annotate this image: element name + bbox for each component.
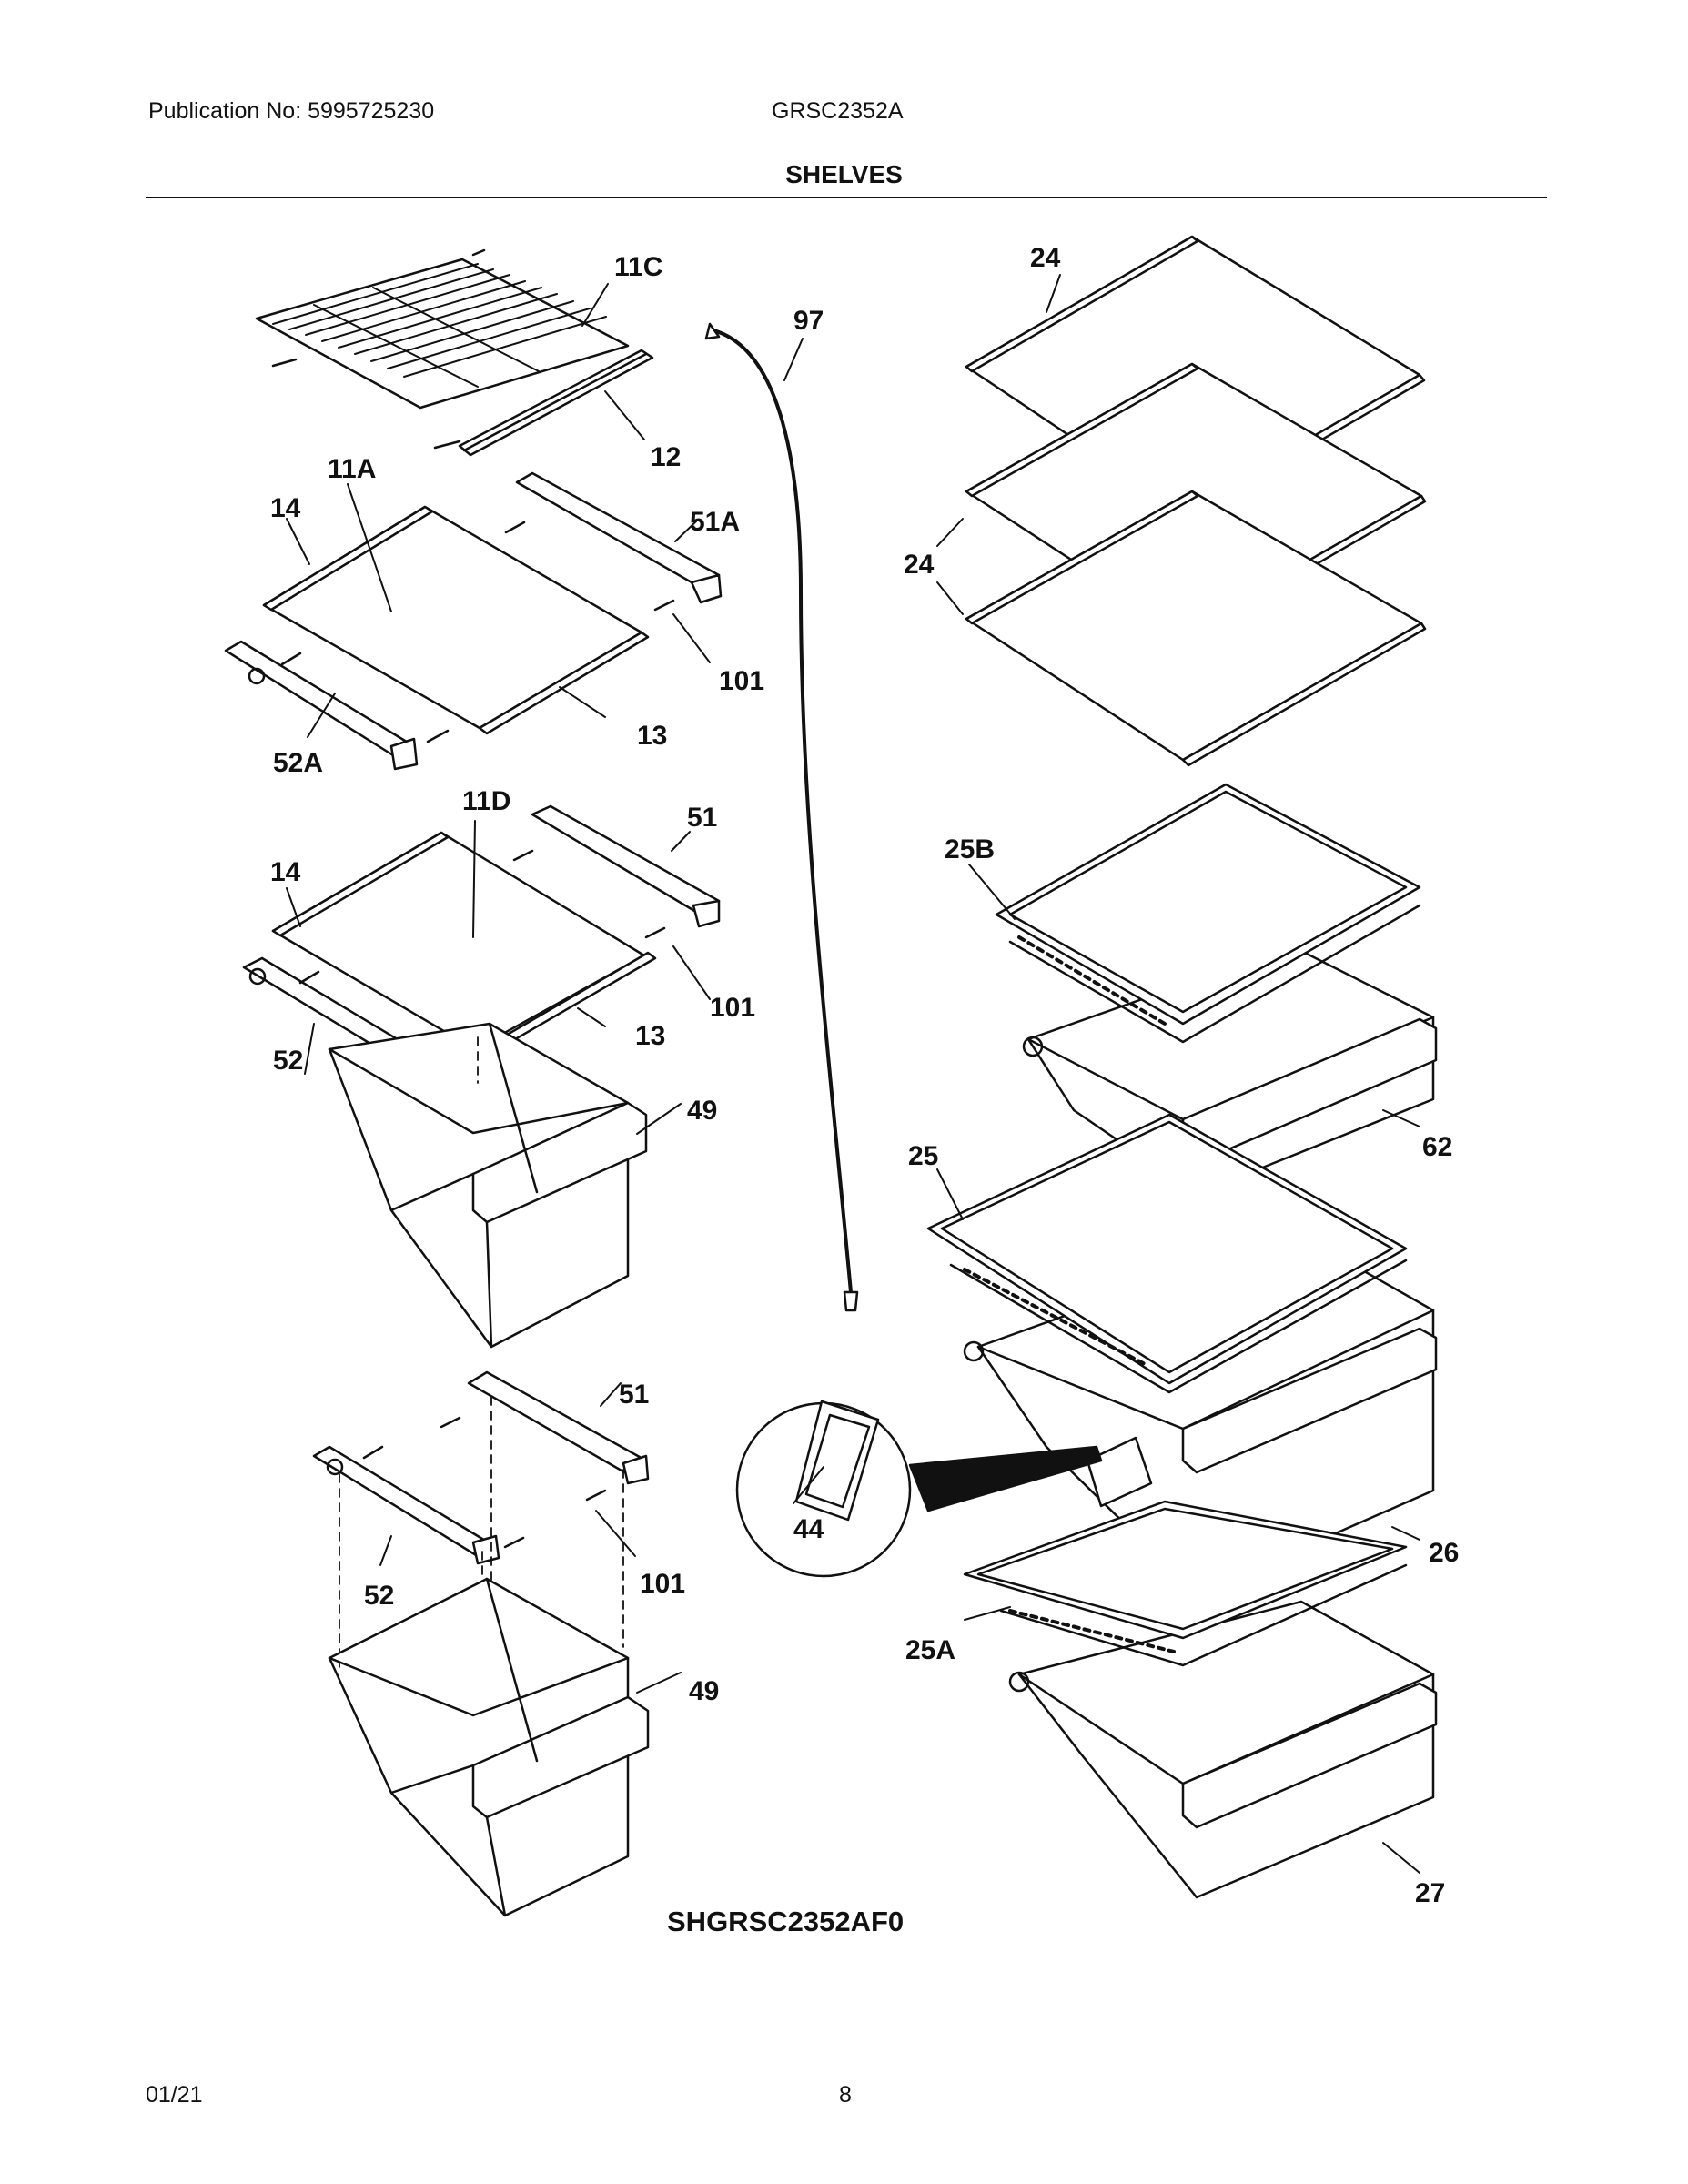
bracket-52-lower (312, 1445, 525, 1565)
glass-shelf-11a (262, 505, 650, 735)
bracket-51-lower (440, 1370, 650, 1502)
diagram-code: SHGRSC2352AF0 (667, 1906, 904, 1937)
publication-date: 01/21 (146, 2082, 203, 2108)
wire-shelf-11c (255, 248, 630, 450)
callout-24-top: 24 (1030, 243, 1061, 273)
detail-circle-44 (735, 1400, 1103, 1578)
callout-49-upper: 49 (687, 1096, 717, 1126)
callout-49-lower: 49 (689, 1676, 719, 1706)
callout-11a: 11A (328, 454, 376, 484)
glass-shelf-11d (271, 831, 657, 1054)
callout-25a: 25A (905, 1635, 955, 1665)
rail-12 (458, 349, 654, 457)
publication-number: Publication No: 5995725230 (148, 98, 435, 124)
page-number: 8 (839, 2082, 852, 2108)
callout-13-upper: 13 (637, 721, 667, 751)
callout-27: 27 (1415, 1878, 1445, 1908)
callout-52-lower: 52 (364, 1581, 394, 1611)
callout-101-lower: 101 (640, 1569, 685, 1599)
callout-51-upper: 51 (687, 803, 717, 833)
model-number: GRSC2352A (772, 98, 904, 124)
callout-25: 25 (908, 1141, 938, 1171)
callout-101-middle: 101 (710, 993, 755, 1023)
callout-25b: 25B (945, 834, 995, 864)
section-title: SHELVES (785, 160, 903, 188)
callout-52-upper: 52 (273, 1046, 303, 1076)
callout-13-middle: 13 (635, 1021, 665, 1051)
crisper-cover-25b (995, 783, 1421, 1044)
leader-lines (286, 274, 1420, 1874)
callout-51a: 51A (690, 507, 740, 537)
door-bin-49-lower (328, 1577, 650, 1917)
callout-26: 26 (1429, 1538, 1459, 1568)
callout-51-lower: 51 (619, 1380, 649, 1410)
callout-24-lower: 24 (904, 550, 935, 580)
callout-11d: 11D (462, 786, 510, 816)
water-tube-97 (704, 322, 859, 1312)
callout-12: 12 (651, 442, 681, 472)
callout-101-upper: 101 (719, 666, 764, 696)
bracket-51a (504, 471, 723, 612)
callout-97: 97 (793, 306, 824, 336)
callout-52a: 52A (273, 748, 323, 778)
callout-62: 62 (1422, 1132, 1452, 1162)
callout-11c: 11C (614, 252, 662, 282)
cover-25a (963, 1500, 1408, 1667)
bracket-52a (224, 640, 450, 771)
callout-labels: 11C 97 24 12 11A 14 51A 24 101 13 52A 11… (270, 243, 1459, 1937)
callout-44: 44 (793, 1514, 824, 1544)
shelf-24-bottom (965, 490, 1427, 767)
callout-14-middle: 14 (270, 857, 301, 887)
callout-14-upper: 14 (270, 493, 301, 523)
door-bin-49-upper (328, 1022, 648, 1349)
header-rule (146, 197, 1547, 198)
drawer-27 (1008, 1600, 1438, 1899)
cover-25 (926, 1113, 1408, 1394)
bracket-51-top (512, 804, 721, 939)
